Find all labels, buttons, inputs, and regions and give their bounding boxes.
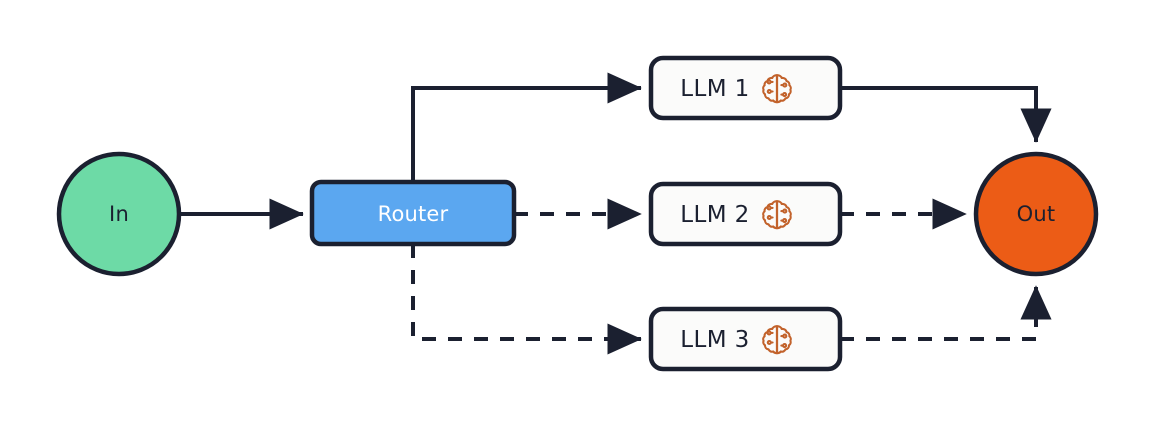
edge-layer bbox=[181, 72, 1052, 355]
node-out[interactable]: Out bbox=[973, 151, 1099, 277]
node-router[interactable]: Router bbox=[309, 179, 517, 247]
llm1-label: LLM 1 bbox=[680, 76, 749, 102]
node-in[interactable]: In bbox=[56, 151, 182, 277]
edge-router-llm3 bbox=[411, 244, 642, 355]
llm3-label: LLM 3 bbox=[680, 327, 749, 353]
edge-llm1-out bbox=[840, 86, 1052, 143]
llm3-box bbox=[648, 306, 843, 372]
in-label: In bbox=[109, 202, 129, 226]
out-label: Out bbox=[1017, 202, 1056, 226]
router-label: Router bbox=[378, 202, 449, 226]
in-circle bbox=[56, 151, 182, 277]
edge-llm3-out bbox=[840, 285, 1052, 341]
out-circle bbox=[973, 151, 1099, 277]
node-llm3[interactable]: LLM 3 bbox=[648, 306, 843, 372]
router-box bbox=[309, 179, 517, 247]
llm2-label: LLM 2 bbox=[680, 202, 749, 228]
node-llm2[interactable]: LLM 2 bbox=[648, 181, 843, 247]
llm2-box bbox=[648, 181, 843, 247]
llm1-box bbox=[648, 55, 843, 121]
node-llm1[interactable]: LLM 1 bbox=[648, 55, 843, 121]
edge-router-llm1 bbox=[411, 72, 642, 182]
